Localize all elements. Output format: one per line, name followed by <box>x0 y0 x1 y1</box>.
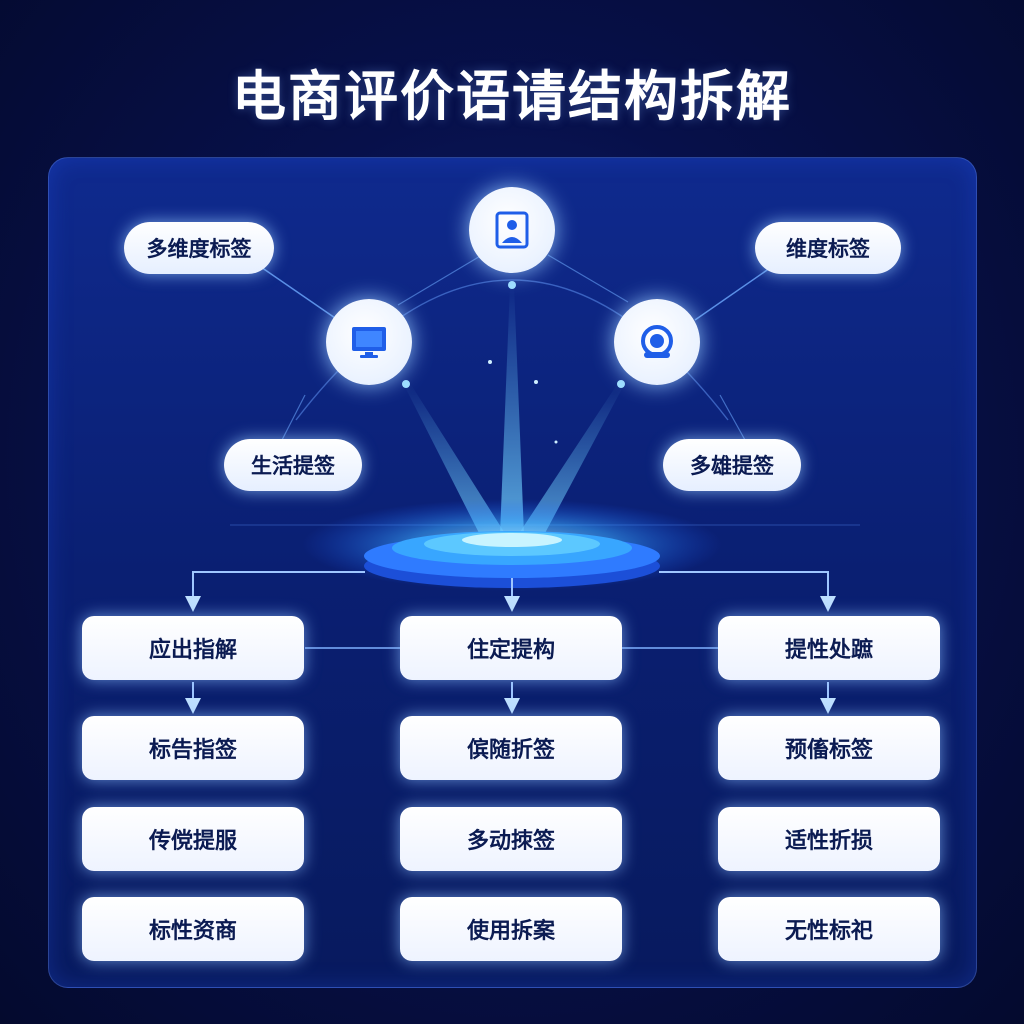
column-2-item-3: 多动拺签 <box>400 807 622 871</box>
connector-line <box>397 254 483 306</box>
node-person <box>469 187 555 273</box>
node-monitor <box>326 299 412 385</box>
column-1-item-1: 应出指解 <box>82 616 304 680</box>
connector-line <box>547 254 629 303</box>
sparkle <box>554 440 558 444</box>
branch-line <box>185 571 365 612</box>
column-2-item-1: 住定提构 <box>400 616 622 680</box>
column-2-item-4: 使用拆案 <box>400 897 622 961</box>
beam-dot <box>402 380 410 388</box>
connector-line <box>694 267 771 321</box>
column-3-item-1: 提性处蹠 <box>718 616 940 680</box>
robot-icon <box>641 325 673 358</box>
sparkle <box>534 380 538 384</box>
column-3-item-4: 无性标祀 <box>718 897 940 961</box>
light-beam <box>500 285 524 535</box>
page-title: 电商评价语请结构拆解 <box>232 65 792 128</box>
person-icon <box>495 211 529 249</box>
beam-dot <box>508 281 516 289</box>
tag-mid-left: 生活提签 <box>224 439 362 491</box>
platform-core <box>462 533 562 547</box>
monitor-icon <box>352 327 386 358</box>
column-3-item-2: 预傗标签 <box>718 716 940 780</box>
light-beam <box>518 383 624 535</box>
column-3-item-3: 适性折损 <box>718 807 940 871</box>
column-1-item-4: 标性资商 <box>82 897 304 961</box>
column-1-item-3: 传傥提服 <box>82 807 304 871</box>
sparkle <box>488 360 492 364</box>
connector-line <box>281 394 306 441</box>
light-beam <box>404 383 506 535</box>
node-robot <box>614 299 700 385</box>
tag-top-right: 维度标签 <box>755 222 901 274</box>
tag-mid-right: 多雄提签 <box>663 439 801 491</box>
column-2-item-2: 傧随折签 <box>400 716 622 780</box>
beam-dot <box>617 380 625 388</box>
connector-line <box>719 394 746 441</box>
column-1-item-2: 标告指签 <box>82 716 304 780</box>
tag-top-left: 多维度标签 <box>124 222 274 274</box>
connector-line <box>257 264 339 321</box>
branch-line <box>659 571 836 612</box>
